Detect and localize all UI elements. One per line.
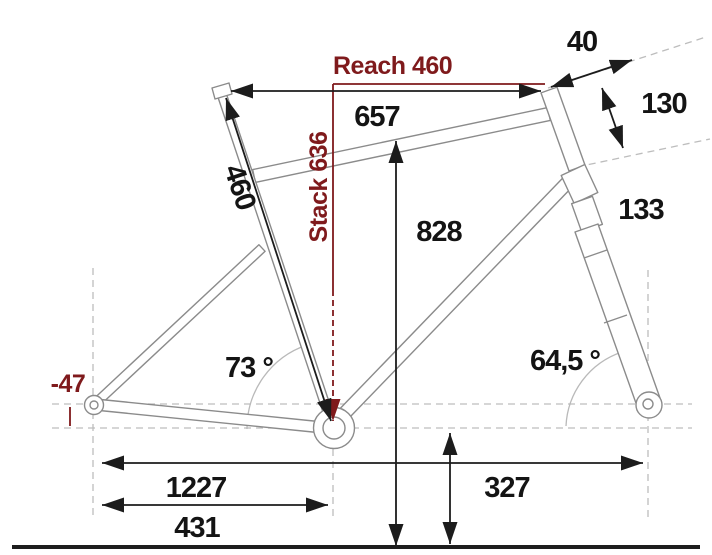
front-axle [642, 398, 654, 410]
head-top-offset-arrow [550, 59, 633, 88]
frame [83, 82, 663, 450]
fork-crown-label: 133 [618, 194, 664, 226]
fork-crown [560, 163, 599, 205]
bottom-bracket-axle [322, 416, 346, 440]
seat-tube-arrow [225, 97, 332, 422]
head-angle-label: 64,5 ° [530, 345, 600, 377]
guide-lines [52, 36, 711, 518]
head-tube-label: 130 [641, 88, 686, 120]
rear-axle [89, 400, 99, 410]
fork-joint-upper [583, 249, 608, 259]
head-top-offset-label: 40 [567, 26, 597, 58]
head-tube [540, 86, 586, 172]
wheelbase-label: 1227 [166, 472, 227, 504]
reach-label: Reach 460 [333, 52, 452, 80]
seat-angle-label: 73 ° [225, 352, 273, 384]
head-bottom-plane-guide [576, 138, 711, 168]
stack-label: Stack 636 [305, 132, 333, 243]
fork-joint-lower [603, 314, 628, 324]
standover-label: 828 [416, 216, 462, 248]
bb-drop-label: -47 [51, 370, 86, 398]
measurement-arrows [102, 59, 643, 546]
head-angle-arc [565, 351, 623, 427]
top-tube-label: 657 [354, 101, 399, 133]
chainstay-label: 431 [174, 512, 220, 544]
bb-height-label: 327 [484, 472, 529, 504]
fork-leg [574, 223, 661, 407]
head-tube-arrow [601, 87, 624, 149]
fork-upper-segment [570, 195, 604, 233]
seat-tube-cap [211, 82, 233, 100]
labels: Reach 460 Stack 636 -47 657 460 828 40 1… [51, 26, 688, 544]
top-tube [251, 106, 551, 184]
